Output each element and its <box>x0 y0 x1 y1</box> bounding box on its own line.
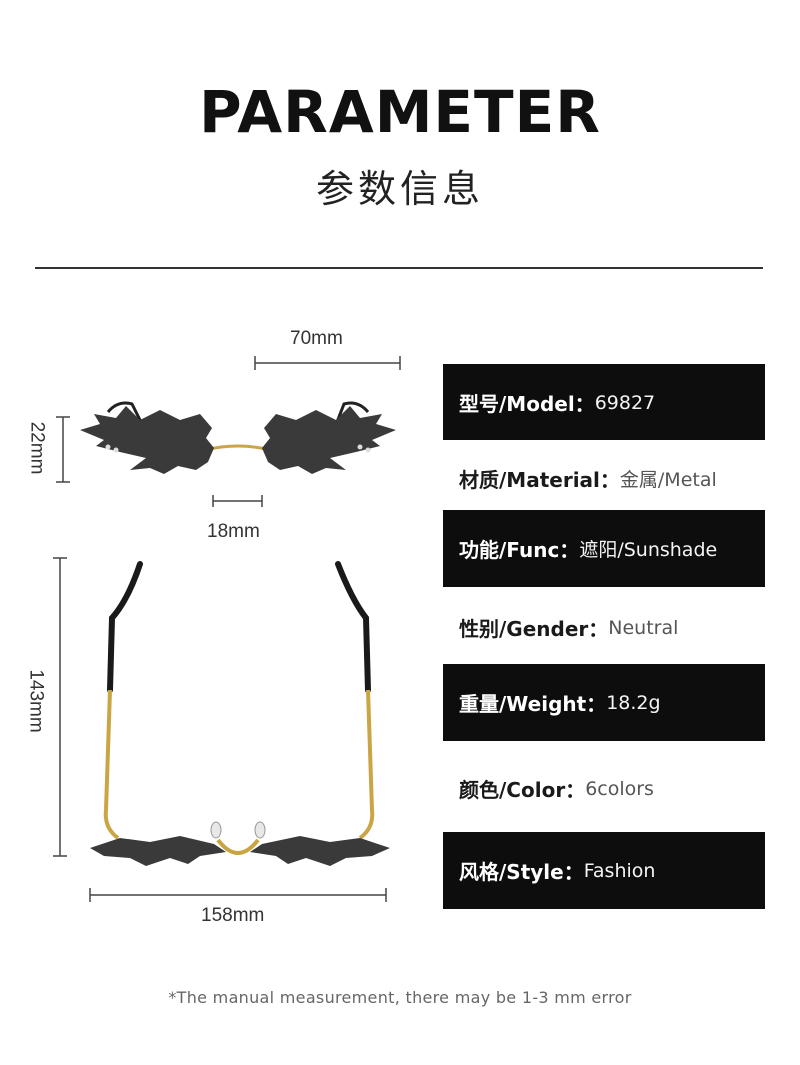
spec-label: 材质/Material： <box>459 468 620 492</box>
spec-row-style: 风格/Style： Fashion <box>443 832 765 909</box>
spec-value: 69827 <box>594 391 656 414</box>
dim-total-width: 158mm <box>201 905 265 926</box>
dim-lens-height: 22mm <box>26 421 48 475</box>
spec-value: 18.2g <box>606 691 661 714</box>
spec-row-func: 功能/Func： 遮阳/Sunshade <box>443 510 765 587</box>
front-view-glasses <box>80 401 396 474</box>
spec-label: 重量/Weight： <box>459 692 607 716</box>
spec-row-weight: 重量/Weight： 18.2g <box>443 664 765 741</box>
spec-value: 金属/Metal <box>619 469 717 491</box>
spec-value: 6colors <box>585 777 654 800</box>
divider <box>35 267 763 269</box>
page-subtitle: 参数信息 <box>315 167 484 211</box>
dim-lens-width: 70mm <box>290 328 343 349</box>
spec-row-model: 型号/Model： 69827 <box>443 364 765 441</box>
dimension-lines <box>53 356 401 902</box>
spec-label: 性别/Gender： <box>459 617 609 641</box>
spec-value: Neutral <box>608 616 679 639</box>
spec-row-color: 颜色/Color： 6colors <box>443 750 765 827</box>
top-view-glasses <box>90 561 390 866</box>
spec-value: 遮阳/Sunshade <box>579 539 718 561</box>
dim-temple-length: 143mm <box>25 669 47 733</box>
spec-label: 功能/Func： <box>459 538 580 562</box>
spec-label: 风格/Style： <box>459 860 584 884</box>
spec-value: Fashion <box>583 859 656 882</box>
spec-label: 颜色/Color： <box>459 778 586 802</box>
spec-row-material: 材质/Material： 金属/Metal <box>443 440 765 517</box>
spec-label: 型号/Model： <box>459 392 595 416</box>
measurement-note: *The manual measurement, there may be 1-… <box>168 988 632 1007</box>
spec-row-gender: 性别/Gender： Neutral <box>443 589 765 666</box>
dim-bridge: 18mm <box>207 521 260 542</box>
page-title: PARAMETER <box>199 78 601 146</box>
